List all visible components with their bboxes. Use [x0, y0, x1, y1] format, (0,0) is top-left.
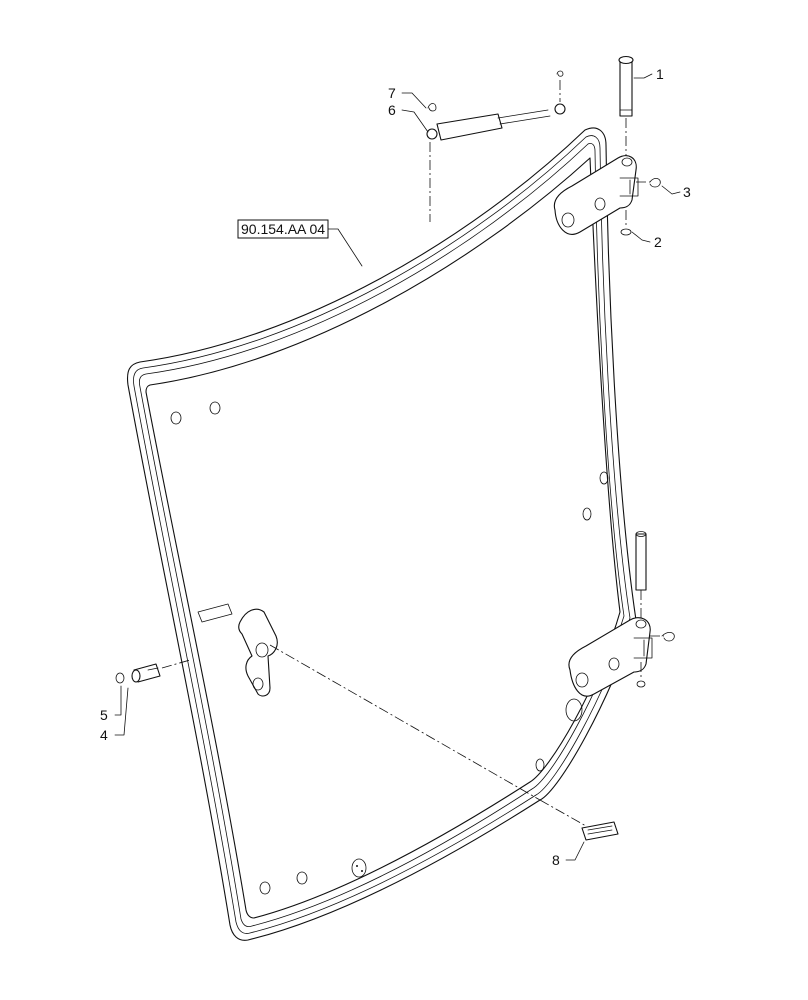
door-glass-panel	[126, 127, 637, 941]
callout-5: 5	[100, 707, 108, 723]
retaining-clip	[636, 178, 661, 188]
callout-numbers: 1 2 3 4 5 6 7 8	[100, 66, 691, 868]
callout-6: 6	[388, 102, 396, 118]
reference-label: 90.154.AA 04	[241, 221, 325, 237]
decal	[539, 799, 619, 841]
upper-hinge	[553, 155, 639, 235]
reference-box: 90.154.AA 04	[237, 219, 363, 267]
hinge-pin	[618, 55, 634, 226]
callout-1: 1	[656, 66, 664, 82]
lower-hinge	[568, 531, 675, 697]
callout-8: 8	[552, 852, 560, 868]
callout-leaders	[114, 73, 681, 861]
washer	[620, 228, 632, 236]
latch-pin	[115, 659, 191, 684]
callout-2: 2	[654, 234, 662, 250]
gas-strut	[426, 70, 566, 222]
door-handle	[197, 603, 541, 801]
callout-3: 3	[683, 184, 691, 200]
callout-7: 7	[388, 85, 396, 101]
callout-4: 4	[100, 727, 108, 743]
